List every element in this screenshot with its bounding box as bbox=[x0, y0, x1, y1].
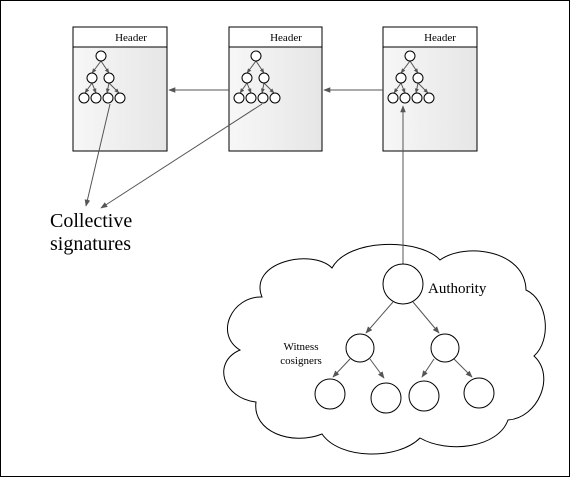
tree-node bbox=[95, 50, 107, 62]
tree-node bbox=[241, 72, 253, 84]
block-2-merkle-tree bbox=[233, 50, 281, 104]
tree-node bbox=[245, 92, 257, 104]
witness-tree-edges bbox=[332, 301, 473, 379]
witness-label-line1: Witness bbox=[284, 341, 319, 353]
cosigner-leaf-node bbox=[408, 380, 440, 412]
block-1-header: Header bbox=[115, 32, 147, 44]
collective-signatures-line1: Collective bbox=[50, 210, 132, 232]
tree-node bbox=[90, 92, 102, 104]
block-2-header: Header bbox=[270, 32, 302, 44]
block-1-merkle-tree bbox=[78, 50, 126, 104]
block-3-merkle-tree bbox=[387, 50, 435, 104]
tree-node bbox=[269, 92, 281, 104]
tree-node bbox=[423, 92, 435, 104]
block-3-body bbox=[382, 26, 478, 152]
block-2: Header bbox=[228, 26, 323, 152]
cosigner-node bbox=[430, 333, 460, 363]
witness-label-line2: cosigners bbox=[280, 355, 322, 367]
block-3: Header bbox=[382, 26, 478, 152]
collective-signatures-line2: signatures bbox=[50, 233, 131, 255]
tree-node bbox=[399, 92, 411, 104]
block-3-header: Header bbox=[424, 32, 456, 44]
block-1: Header bbox=[72, 26, 168, 152]
tree-node bbox=[258, 72, 270, 84]
signature-arrow-block-1 bbox=[84, 103, 111, 207]
cosigner-leaf-node bbox=[463, 377, 495, 409]
authority-node bbox=[382, 263, 424, 305]
tree-node bbox=[395, 72, 407, 84]
tree-node bbox=[404, 50, 416, 62]
authority-label: Authority bbox=[428, 281, 487, 297]
tree-node bbox=[250, 50, 262, 62]
signature-arrow-block-2 bbox=[100, 103, 263, 209]
tree-node bbox=[257, 92, 269, 104]
block-2-header-box bbox=[228, 26, 323, 48]
tree-node bbox=[103, 72, 115, 84]
witness-cloud bbox=[223, 244, 546, 455]
block-2-body bbox=[228, 26, 323, 152]
cosigner-node bbox=[345, 333, 375, 363]
block-1-header-box bbox=[72, 26, 168, 48]
tree-node bbox=[412, 72, 424, 84]
cosigner-leaf-node bbox=[314, 378, 346, 410]
tree-node bbox=[233, 92, 245, 104]
cosigner-leaf-node bbox=[370, 382, 402, 414]
tree-node bbox=[411, 92, 423, 104]
tree-node bbox=[86, 72, 98, 84]
tree-node bbox=[102, 92, 114, 104]
tree-node bbox=[114, 92, 126, 104]
tree-node bbox=[387, 92, 399, 104]
block-3-header-box bbox=[382, 26, 478, 48]
tree-node bbox=[78, 92, 90, 104]
